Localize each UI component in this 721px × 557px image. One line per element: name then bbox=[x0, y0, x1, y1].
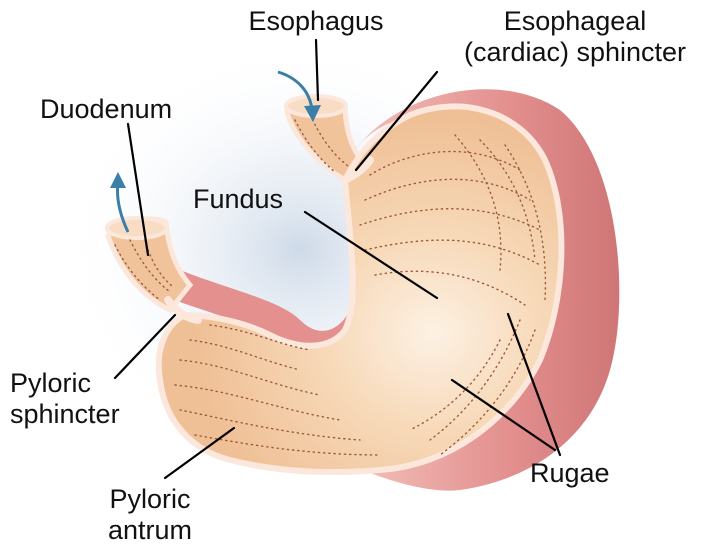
label-pyloric-sphincter: Pyloric sphincter bbox=[10, 368, 120, 430]
label-pyloric-antrum: Pyloric antrum bbox=[90, 484, 210, 546]
label-fundus: Fundus bbox=[193, 184, 283, 215]
label-pyloric-sphincter-line1: Pyloric bbox=[10, 368, 120, 399]
label-duodenum-text: Duodenum bbox=[40, 94, 172, 125]
label-rugae-text: Rugae bbox=[530, 458, 610, 489]
label-esophagus-text: Esophagus bbox=[233, 6, 399, 37]
label-duodenum: Duodenum bbox=[40, 94, 172, 125]
label-esophageal-sphincter: Esophageal (cardiac) sphincter bbox=[432, 6, 718, 68]
label-pyloric-antrum-line1: Pyloric bbox=[90, 484, 210, 515]
duodenum-opening bbox=[107, 218, 167, 238]
label-esophageal-sphincter-line1: Esophageal bbox=[432, 6, 718, 37]
label-pyloric-antrum-line2: antrum bbox=[90, 515, 210, 546]
label-fundus-text: Fundus bbox=[193, 184, 283, 215]
label-rugae: Rugae bbox=[530, 458, 610, 489]
label-esophageal-sphincter-line2: (cardiac) sphincter bbox=[432, 37, 718, 68]
label-esophagus: Esophagus bbox=[233, 6, 399, 37]
label-pyloric-sphincter-line2: sphincter bbox=[10, 399, 120, 430]
